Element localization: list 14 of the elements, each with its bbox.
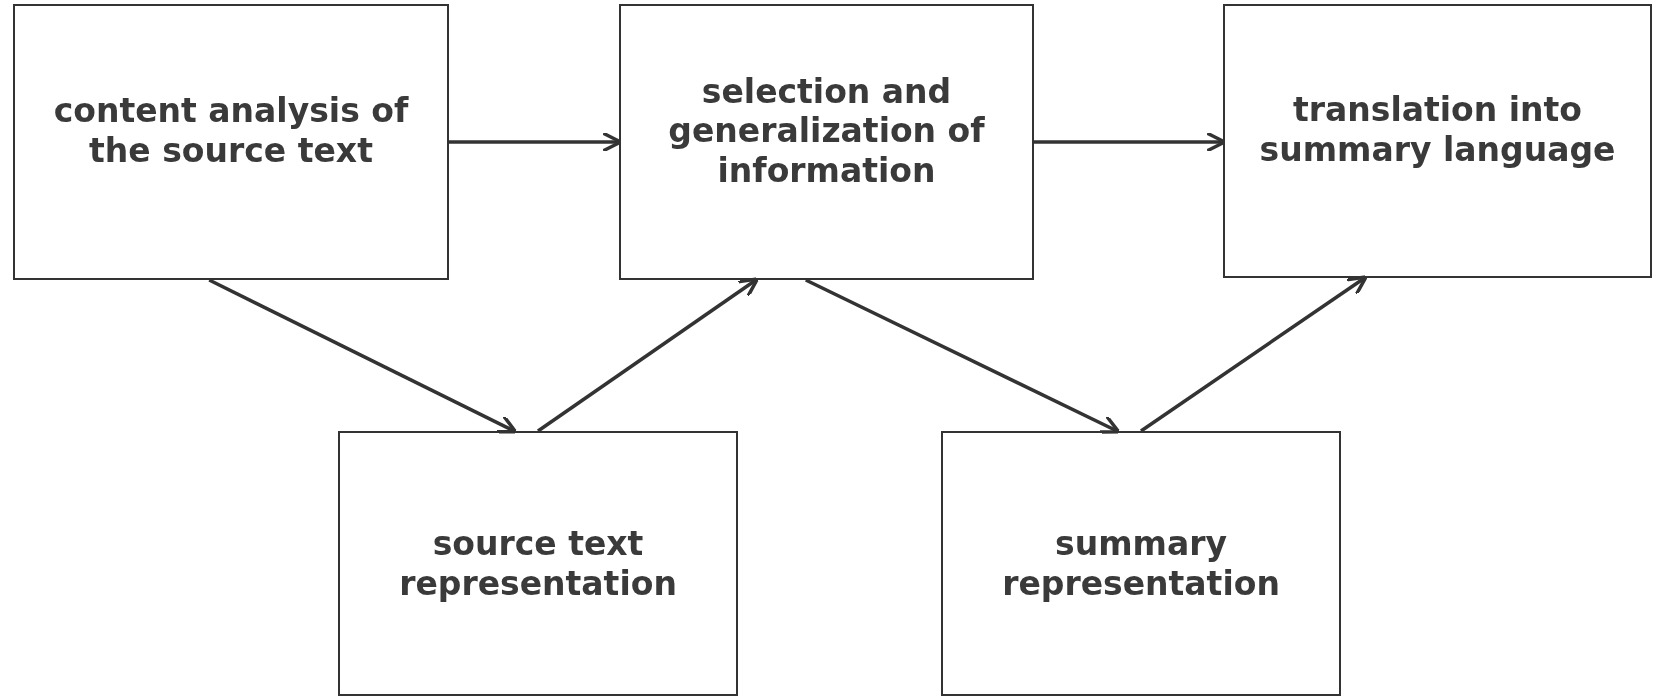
box-label: source text representation <box>398 523 678 604</box>
process-box <box>1223 4 1652 278</box>
process-box <box>13 4 449 280</box>
box-label: content analysis of the source text <box>52 91 410 171</box>
process-box <box>941 431 1341 696</box>
box-label: selection and generalization of information <box>667 71 986 191</box>
box-label: translation into summary language <box>1258 90 1617 170</box>
process-box <box>338 431 738 696</box>
box-label: summary representation <box>1001 523 1281 604</box>
arrow <box>208 278 518 434</box>
arrow <box>805 278 1121 434</box>
arrow <box>1140 275 1368 433</box>
process-box <box>619 4 1034 280</box>
arrow <box>537 277 760 433</box>
